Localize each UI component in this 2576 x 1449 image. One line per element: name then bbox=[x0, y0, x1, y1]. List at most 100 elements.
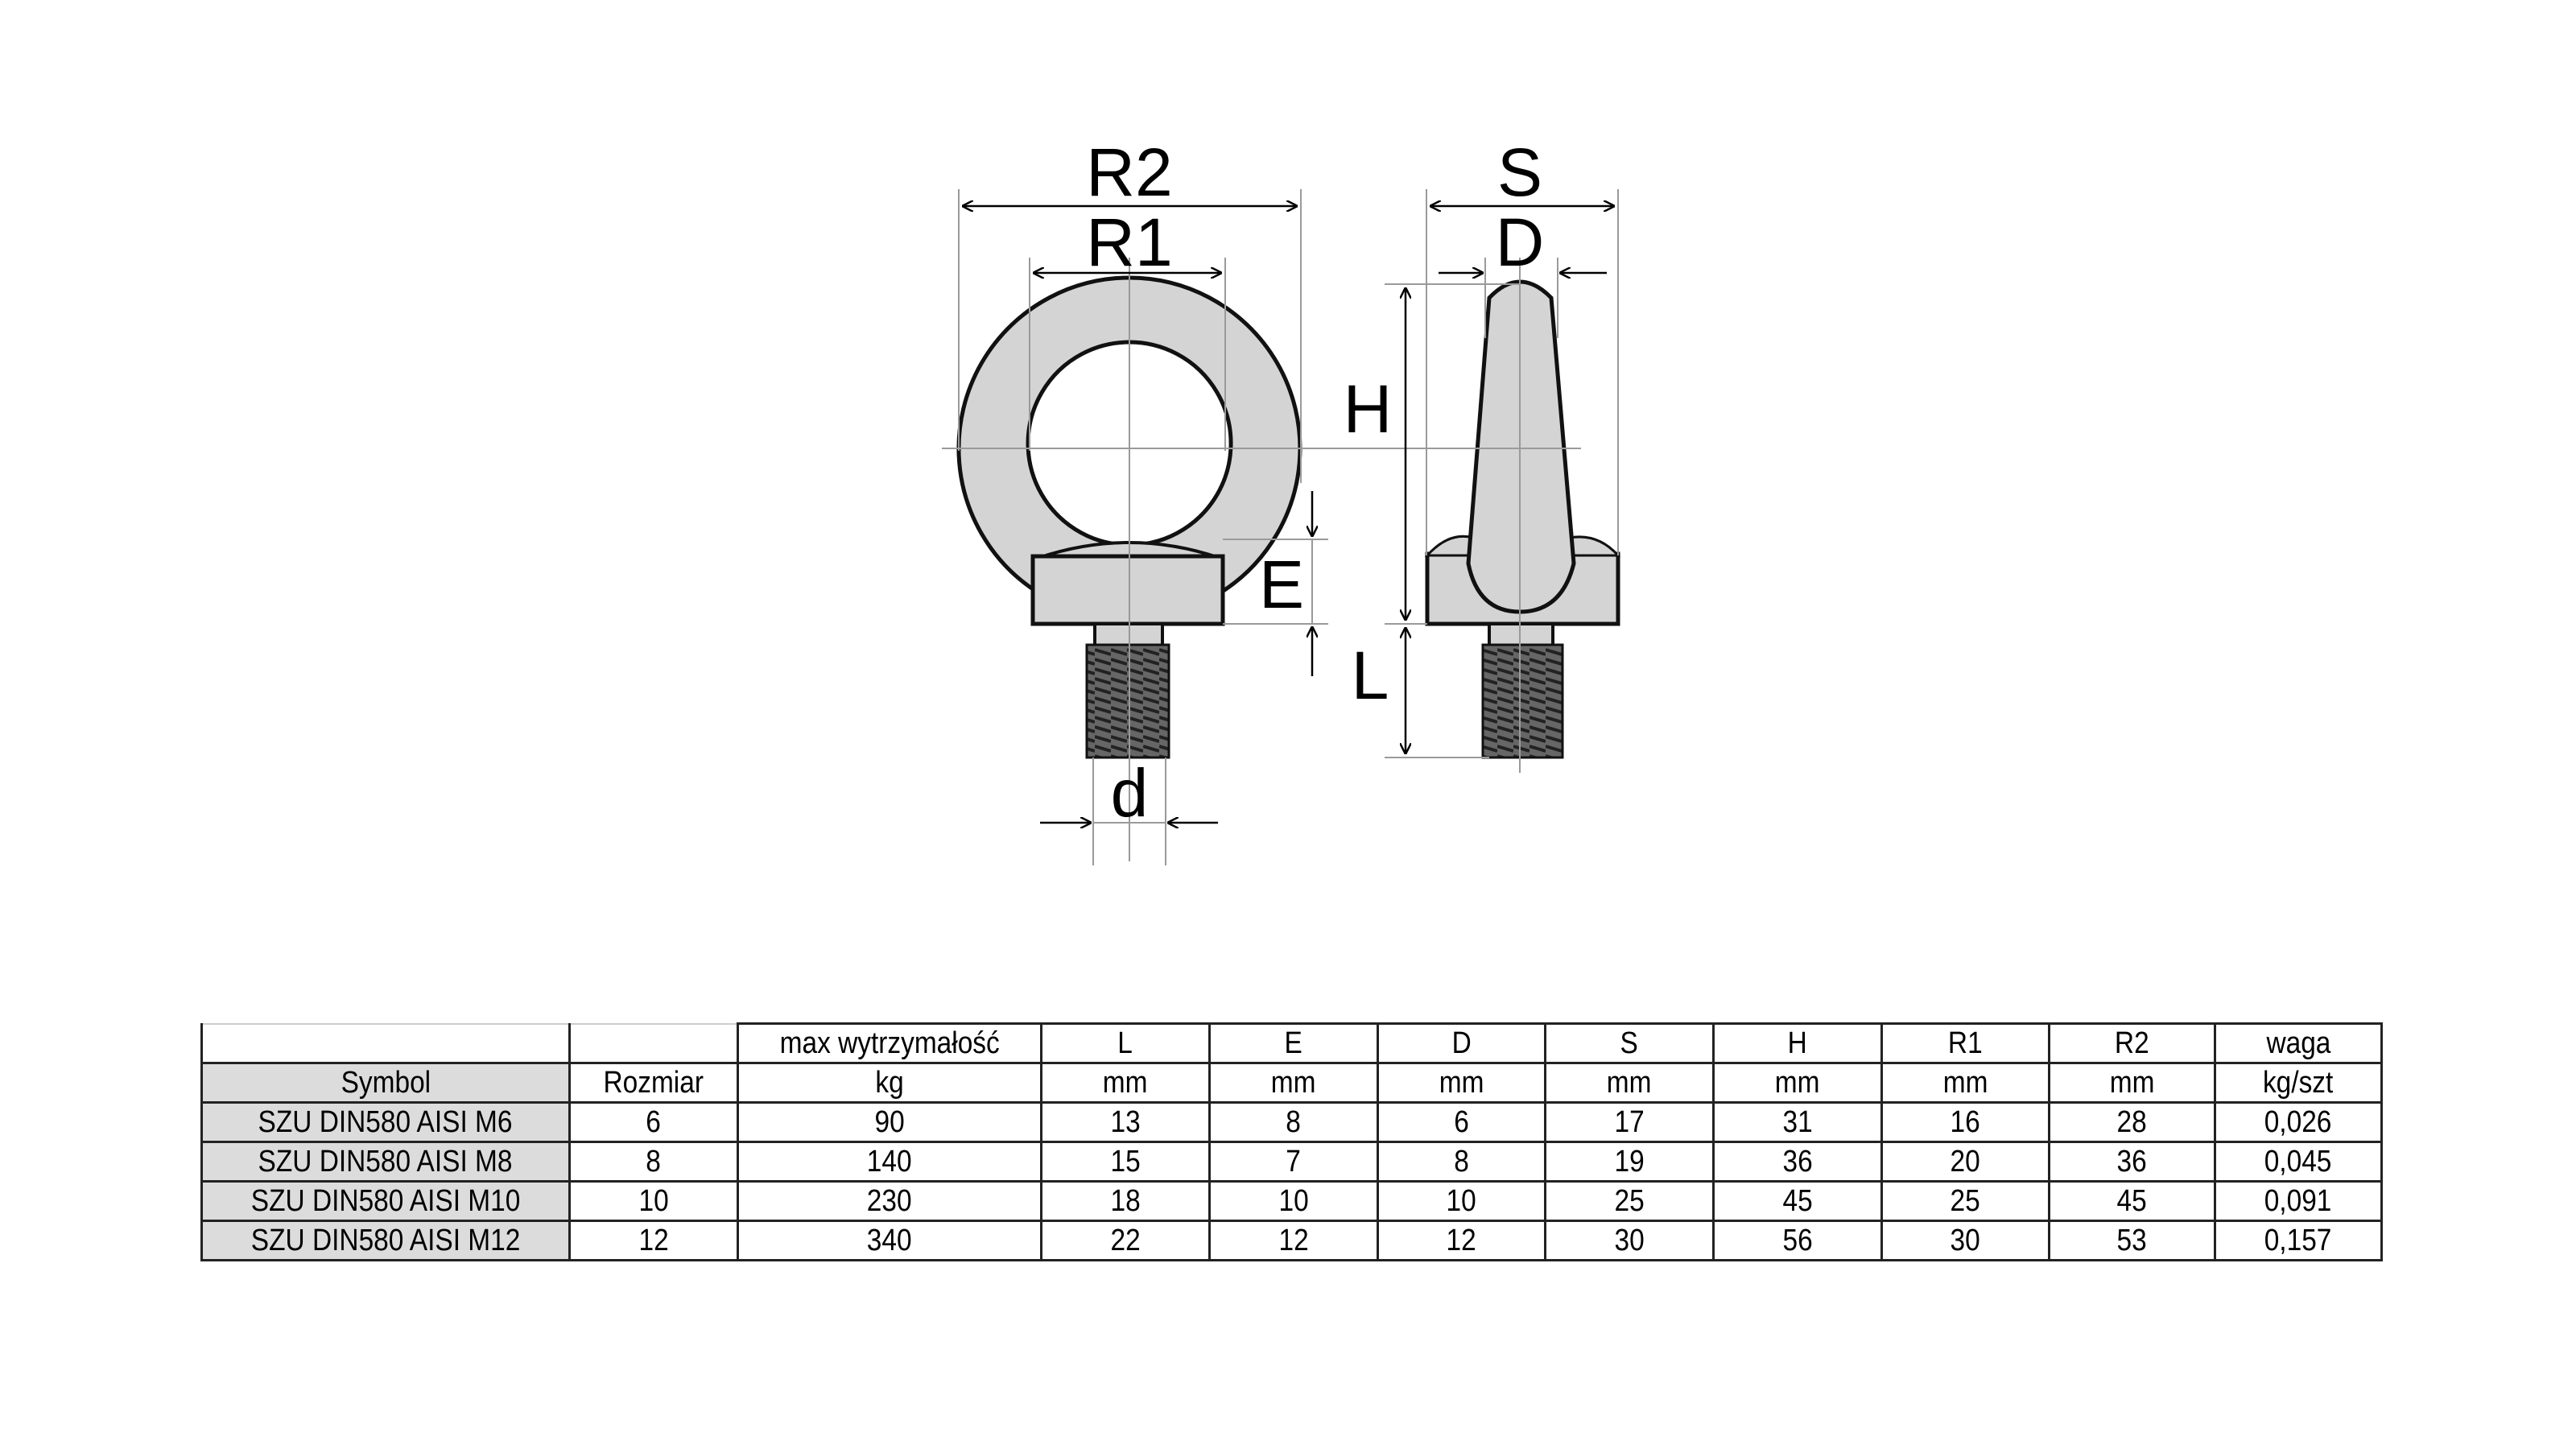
cell-text: 140 bbox=[867, 1145, 912, 1179]
cell-s: 19 bbox=[1544, 1141, 1715, 1183]
cell-text: mm bbox=[1607, 1066, 1652, 1100]
cell-r2: 28 bbox=[2048, 1101, 2216, 1143]
cell-text: 16 bbox=[1950, 1105, 1981, 1139]
cell-symbol: SZU DIN580 AISI M12 bbox=[200, 1220, 571, 1261]
cell-text: 13 bbox=[1110, 1105, 1141, 1139]
cell-text: SZU DIN580 AISI M12 bbox=[250, 1224, 521, 1257]
cell-max-load: max wytrzymałość bbox=[737, 1022, 1042, 1064]
cell-text: 6 bbox=[646, 1105, 662, 1139]
cell-h: 31 bbox=[1712, 1101, 1883, 1143]
cell-size: 8 bbox=[568, 1141, 739, 1183]
cell-e: 7 bbox=[1208, 1141, 1379, 1183]
cell-text: SZU DIN580 AISI M10 bbox=[250, 1184, 521, 1218]
cell-text: 7 bbox=[1286, 1145, 1302, 1179]
side-view bbox=[1424, 279, 1621, 759]
cell-d: 10 bbox=[1377, 1180, 1546, 1222]
cell-symbol: SZU DIN580 AISI M6 bbox=[200, 1101, 571, 1143]
cell-text: 0,157 bbox=[2264, 1224, 2332, 1257]
cell-max-load: 230 bbox=[737, 1180, 1042, 1222]
cell-text: S bbox=[1620, 1026, 1639, 1060]
cell-r1: 25 bbox=[1880, 1180, 2050, 1222]
cell-d: mm bbox=[1377, 1062, 1546, 1104]
cell-text: 36 bbox=[2116, 1145, 2148, 1179]
cell-text: 19 bbox=[1614, 1145, 1645, 1179]
cell-text: 0,045 bbox=[2264, 1145, 2332, 1179]
cell-r1: R1 bbox=[1880, 1022, 2050, 1064]
cell-text: R1 bbox=[1948, 1026, 1983, 1060]
cell-text: max wytrzymałość bbox=[779, 1026, 1000, 1060]
cell-text: mm bbox=[1942, 1066, 1988, 1100]
cell-h: 36 bbox=[1712, 1141, 1883, 1183]
cell-weight: kg/szt bbox=[2214, 1062, 2383, 1104]
cell-max-load: kg bbox=[737, 1062, 1042, 1104]
label-e: E bbox=[1259, 547, 1304, 622]
label-r1: R1 bbox=[1086, 204, 1172, 280]
cell-symbol: Symbol bbox=[200, 1062, 571, 1104]
cell-text: mm bbox=[1271, 1066, 1316, 1100]
cell-e: E bbox=[1208, 1022, 1379, 1064]
cell-text: 36 bbox=[1782, 1145, 1813, 1179]
label-l: L bbox=[1352, 638, 1389, 713]
cell-weight: 0,091 bbox=[2214, 1180, 2383, 1222]
cell-d: D bbox=[1377, 1022, 1546, 1064]
cell-text: D bbox=[1451, 1026, 1472, 1060]
cell-text: Symbol bbox=[341, 1066, 431, 1100]
cell-text: 25 bbox=[1950, 1184, 1981, 1218]
cell-text: 31 bbox=[1782, 1105, 1813, 1139]
cell-r2: 36 bbox=[2048, 1141, 2216, 1183]
cell-text: 8 bbox=[646, 1145, 662, 1179]
cell-text: 90 bbox=[874, 1105, 905, 1139]
cell-e: 12 bbox=[1208, 1220, 1379, 1261]
cell-d: 6 bbox=[1377, 1101, 1546, 1143]
dimension-labels: R2 R1 S D H E L d bbox=[1086, 134, 1544, 831]
cell-weight: 0,157 bbox=[2214, 1220, 2383, 1261]
cell-s: 30 bbox=[1544, 1220, 1715, 1261]
cell-text: waga bbox=[2266, 1026, 2330, 1060]
cell-text: mm bbox=[1775, 1066, 1820, 1100]
eye-bolt-dimension-diagram: R2 R1 S D H E L d bbox=[942, 134, 1621, 865]
cell-text: 0,026 bbox=[2264, 1105, 2332, 1139]
cell-size: 10 bbox=[568, 1180, 739, 1222]
cell-l: 13 bbox=[1040, 1101, 1211, 1143]
cell-size: 12 bbox=[568, 1220, 739, 1261]
cell-text: 15 bbox=[1110, 1145, 1141, 1179]
cell-r1: 20 bbox=[1880, 1141, 2050, 1183]
cell-r2: R2 bbox=[2048, 1022, 2216, 1064]
cell-s: 25 bbox=[1544, 1180, 1715, 1222]
cell-text: 53 bbox=[2116, 1224, 2148, 1257]
cell-r2: mm bbox=[2048, 1062, 2216, 1104]
cell-text: 22 bbox=[1110, 1224, 1141, 1257]
cell-text: Rozmiar bbox=[603, 1066, 704, 1100]
cell-l: L bbox=[1040, 1022, 1211, 1064]
cell-text: 25 bbox=[1614, 1184, 1645, 1218]
cell-symbol: SZU DIN580 AISI M8 bbox=[200, 1141, 571, 1183]
dimension-arrows bbox=[963, 206, 1614, 823]
cell-e: 8 bbox=[1208, 1101, 1379, 1143]
cell-s: mm bbox=[1544, 1062, 1715, 1104]
cell-symbol bbox=[200, 1022, 571, 1064]
cell-text: mm bbox=[1103, 1066, 1148, 1100]
label-r2: R2 bbox=[1086, 134, 1172, 210]
cell-r1: 30 bbox=[1880, 1220, 2050, 1261]
cell-l: 15 bbox=[1040, 1141, 1211, 1183]
cell-weight: 0,026 bbox=[2214, 1101, 2383, 1143]
cell-text: mm bbox=[1439, 1066, 1484, 1100]
cell-text: kg bbox=[875, 1066, 904, 1100]
cell-text: 10 bbox=[638, 1184, 669, 1218]
cell-text: 30 bbox=[1950, 1224, 1981, 1257]
cell-e: 10 bbox=[1208, 1180, 1379, 1222]
cell-text: R2 bbox=[2115, 1026, 2149, 1060]
cell-size bbox=[568, 1022, 739, 1064]
cell-text: 12 bbox=[1446, 1224, 1477, 1257]
cell-h: 45 bbox=[1712, 1180, 1883, 1222]
cell-text: 56 bbox=[1782, 1224, 1813, 1257]
label-h: H bbox=[1344, 371, 1393, 447]
cell-h: H bbox=[1712, 1022, 1883, 1064]
cell-size: Rozmiar bbox=[568, 1062, 739, 1104]
cell-text: 28 bbox=[2116, 1105, 2148, 1139]
cell-size: 6 bbox=[568, 1101, 739, 1143]
